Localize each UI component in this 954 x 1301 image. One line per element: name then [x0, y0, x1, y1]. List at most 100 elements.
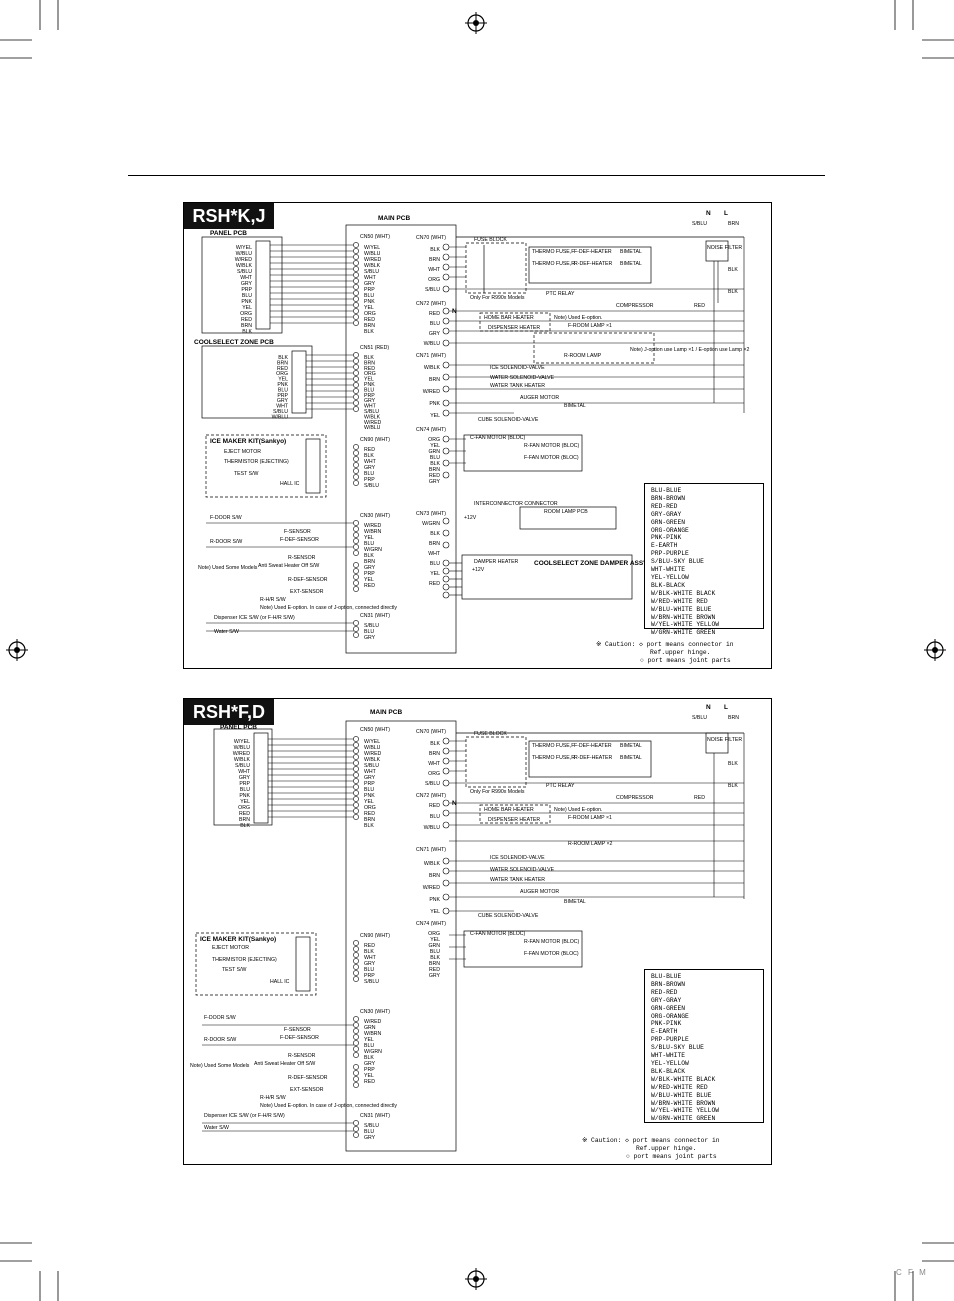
f-room-lamp: F-ROOM LAMP ×1	[568, 323, 612, 329]
wire-label: YEL	[430, 571, 440, 577]
legend-entry: W/GRN-WHITE GREEN	[651, 1115, 716, 1123]
auger-motor: AUGER MOTOR	[520, 395, 559, 401]
c-fan-motor: C-FAN MOTOR (BLOC)	[470, 435, 526, 441]
wire-label: S/BLU	[273, 409, 288, 415]
wire-label: BLU	[364, 1129, 374, 1135]
circuit-svg: MAIN PCB PANEL PCB ICE MAKER KIT(Sankyo)…	[190, 704, 745, 1152]
wire-label: BLK	[364, 823, 374, 829]
wire-label: RED	[429, 581, 440, 587]
wire-label: RED	[364, 366, 375, 372]
wire-label: YEL	[364, 799, 374, 805]
wire-label: W/BLU	[234, 745, 251, 751]
wire-label: ORG	[428, 931, 440, 937]
wire-label: WHT	[428, 761, 441, 767]
wire-label: BRN	[429, 751, 440, 757]
wire-label: ORG	[428, 437, 440, 443]
color-legend: BLU-BLUE BRN-BROWN RED-RED GRY-GRAY GRN-…	[644, 483, 764, 636]
wire-label: W/BLU	[424, 341, 441, 347]
hall-ic-label: HALL IC	[280, 481, 300, 487]
wire-label: GRN	[364, 1025, 376, 1031]
hall-ic-label: HALL IC	[270, 979, 290, 985]
legend-entry: S/BLU-SKY BLUE	[651, 558, 704, 566]
wire-runs	[206, 237, 745, 632]
bimetal-auger: BIMETAL	[564, 899, 586, 905]
wire-label: BLK	[430, 955, 440, 961]
dispenser-heater: DISPENSER HEATER	[488, 325, 540, 331]
wire-label: PRP	[364, 1067, 375, 1073]
wire-label: YEL	[240, 799, 250, 805]
wire-label: BRN	[239, 817, 250, 823]
wire-label: BLK	[364, 949, 374, 955]
wire-label: W/GRN	[364, 1049, 382, 1055]
cn74-label: CN74 (WHT)	[416, 921, 446, 927]
f-def-sensor-label: F-DEF-SENSOR	[280, 537, 319, 543]
wire-label: BRN	[241, 323, 252, 329]
legend-entry: RED-RED	[651, 988, 678, 996]
wire-label: BLK	[430, 461, 440, 467]
wire-label: S/BLU	[364, 1123, 379, 1129]
legend-entry: W/BLK-WHITE BLACK	[651, 589, 716, 597]
water-tank-heater: WATER TANK HEATER	[490, 383, 545, 389]
wire-label: BRN	[429, 377, 440, 383]
caution-line: Ref.upper hinge.	[636, 1144, 697, 1152]
legend-entry: GRN-GREEN	[651, 1004, 686, 1012]
wire-label: BLU	[240, 787, 250, 793]
wire-label: S/BLU	[235, 763, 250, 769]
wire-label: BLU	[430, 949, 440, 955]
wiring-diagram-rsh-k-j: RSH*K,J	[183, 202, 772, 669]
damper-heater: DAMPER HEATER	[474, 559, 519, 565]
wire-label: W/BLK	[234, 757, 251, 763]
wire-label: ORG	[240, 311, 252, 317]
eject-motor-label: EJECT MOTOR	[212, 945, 249, 951]
wire-label: GRN	[428, 449, 440, 455]
wire-label: GRN	[428, 943, 440, 949]
cn90-label: CN90 (WHT)	[360, 437, 390, 443]
r-sensor-label: R-SENSOR	[288, 555, 316, 561]
cn71-label: CN71 (WHT)	[416, 847, 446, 853]
bimetal-auger: BIMETAL	[564, 403, 586, 409]
legend-entry: PRP-PURPLE	[651, 550, 689, 558]
blk-label-2: BLK	[728, 289, 738, 295]
legend-entry: GRY-GRAY	[651, 510, 682, 518]
cn50-label: CN50 (WHT)	[360, 234, 390, 240]
wire-label: RED	[364, 811, 375, 817]
wire-label: BRN	[364, 323, 375, 329]
wire-label: WHT	[428, 551, 441, 557]
footer-text: C F M	[896, 1268, 928, 1277]
ext-sensor-label: EXT-SENSOR	[290, 1087, 324, 1093]
wire-label: GRY	[429, 973, 441, 979]
wire-label: ORG	[428, 277, 440, 283]
wire-label: PRP	[239, 781, 250, 787]
wire-label: BLU	[364, 471, 374, 477]
wire-label: BLK	[430, 247, 440, 253]
water-solenoid: WATER SOLENOID-VALVE	[490, 375, 555, 381]
thermo-fuse-r: THERMO FUSE,R	[532, 755, 575, 761]
wire-label: BLK	[278, 355, 288, 361]
wire-label: RED	[364, 943, 375, 949]
legend-entry: ORG-ORANGE	[651, 526, 689, 534]
ice-maker-label: ICE MAKER KIT(Sankyo)	[200, 936, 276, 943]
auger-motor: AUGER MOTOR	[520, 889, 559, 895]
wire-label: PRP	[364, 287, 375, 293]
r-hr-switch-label: R-H/R S/W	[260, 597, 286, 603]
f-def-sensor-label: F-DEF-SENSOR	[280, 1035, 319, 1041]
wire-label: BRN	[429, 467, 440, 473]
wire-label: W/BLK	[364, 757, 381, 763]
wire-label: W/RED	[364, 523, 382, 529]
wire-label: YEL	[430, 443, 440, 449]
fuse-block-label: FUSE BLOCK	[474, 237, 507, 243]
f-room-lamp: F-ROOM LAMP ×1	[568, 815, 612, 821]
legend-entry: BLK-BLACK	[651, 1067, 686, 1075]
wire-label: BRN	[429, 257, 440, 263]
cn70-label: CN70 (WHT)	[416, 729, 446, 735]
anti-sweat-label: Anti Sweat Heater Off S/W	[254, 1061, 315, 1067]
caution-line: ※ Caution: ◇ port means connector in	[582, 1137, 720, 1144]
wire-label: W/BLK	[364, 263, 381, 269]
cn51-label: CN51 (RED)	[360, 345, 389, 351]
legend-entry: WHT-WHITE	[651, 566, 686, 574]
legend-entry: YEL-YELLOW	[651, 1059, 689, 1067]
wire-label: WHT	[364, 275, 377, 281]
wire-label: YEL	[430, 413, 440, 419]
f-def-heater: F-DEF-HEATER	[574, 743, 612, 749]
